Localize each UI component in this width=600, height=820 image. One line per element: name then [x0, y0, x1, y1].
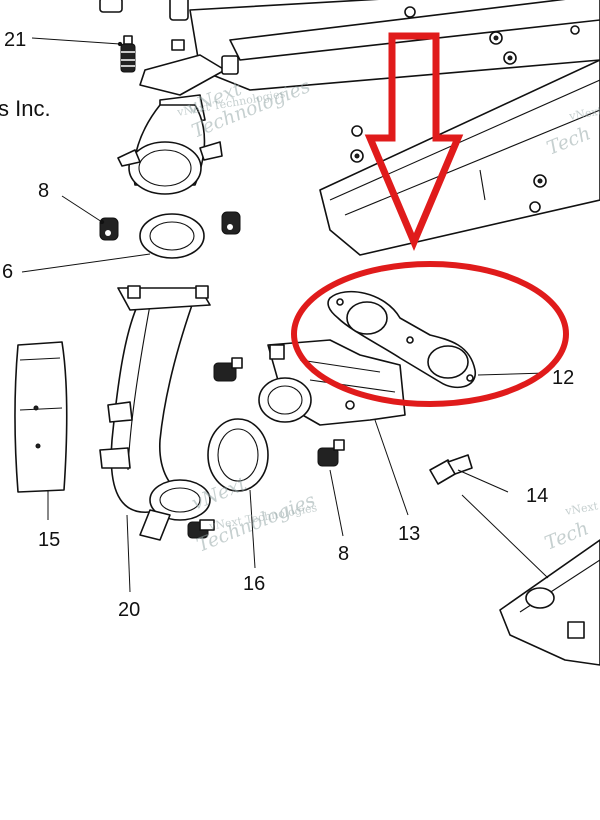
callout-20: 20	[118, 599, 140, 621]
spring-21	[120, 35, 136, 73]
watermark-text-9: vNext	[563, 499, 599, 518]
watermark-text-10: Tech	[542, 517, 592, 554]
callout-labels: 21 8 6 15 20 16 8 13 14 12	[2, 29, 574, 621]
header-pipe-top	[117, 104, 223, 195]
spring-nut-8-left	[99, 211, 241, 241]
brand-text: s Inc.	[0, 96, 51, 121]
callout-16: 16	[243, 573, 265, 595]
gasket-ring-16	[207, 418, 269, 492]
spring-nut-lower	[187, 519, 215, 539]
arrow-down-icon	[364, 32, 464, 251]
highlight-ellipse	[291, 261, 569, 407]
skid-plate	[499, 539, 600, 666]
gasket-12	[327, 290, 476, 389]
heat-shield-15	[14, 341, 68, 493]
gasket-ring-6	[139, 213, 205, 259]
bolt-14	[429, 454, 473, 485]
leader-lines	[21, 37, 549, 593]
callout-12: 12	[552, 367, 574, 389]
callout-6: 6	[2, 261, 13, 283]
spring-nut-8-center	[213, 357, 345, 467]
callout-13: 13	[398, 523, 420, 545]
rail-hardware	[350, 6, 580, 213]
callout-21: 21	[4, 29, 26, 51]
callout-8-center: 8	[338, 543, 349, 565]
exhaust-pipe-20	[99, 285, 211, 541]
callout-8-left: 8	[38, 180, 49, 202]
callout-15: 15	[38, 529, 60, 551]
callout-14: 14	[526, 485, 548, 507]
watermark-text-7: vNext	[567, 104, 600, 123]
